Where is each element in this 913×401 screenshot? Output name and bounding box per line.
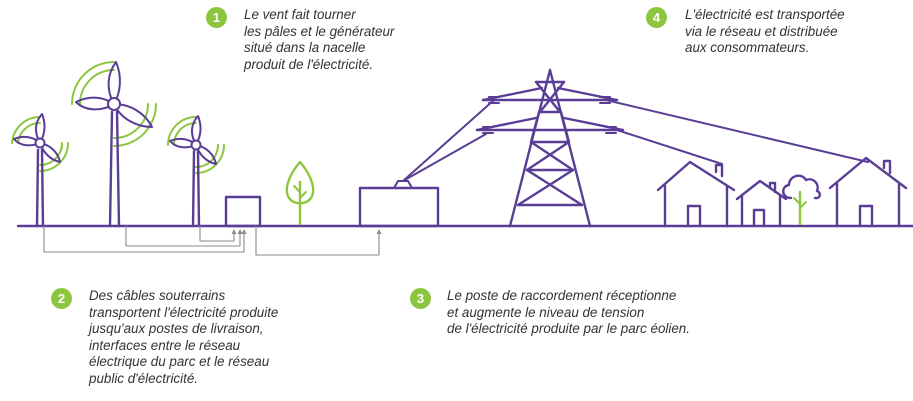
step-4-text: L'électricité est transportée via le rés… (685, 7, 845, 55)
electricity-pylon-icon (475, 68, 625, 228)
step-3-number-badge: 3 (410, 288, 431, 309)
house-middle-icon (735, 179, 788, 228)
wind-turbine-large-icon (71, 61, 157, 228)
cable-arrow-heads (231, 229, 382, 234)
tree-icon (285, 160, 315, 226)
house-left-icon (656, 160, 736, 228)
step-1-number-badge: 1 (206, 7, 227, 28)
step-2-text: Des câbles souterrains transportent l'él… (89, 288, 279, 386)
underground-cables (43, 225, 380, 256)
power-line-to-house-left (616, 129, 723, 165)
power-line-to-house-right (605, 99, 869, 163)
step-1-text: Le vent fait tourner les pâles et le gén… (244, 7, 395, 72)
power-line-to-pylon (402, 133, 487, 182)
step-2-number-badge: 2 (51, 288, 72, 309)
wind-turbine-small-right-icon (167, 115, 225, 228)
step-3-text: Le poste de raccordement réceptionne et … (447, 288, 690, 336)
step-4-number-badge: 4 (646, 7, 667, 28)
delivery-substation-icon (224, 195, 262, 228)
connection-substation-icon (358, 180, 440, 228)
power-line-to-pylon-upper (402, 99, 495, 182)
pylon-insulators (482, 96, 617, 134)
house-right-icon (828, 156, 908, 228)
cloud-tree-icon (782, 174, 822, 226)
wind-turbine-small-left-icon (11, 113, 69, 228)
